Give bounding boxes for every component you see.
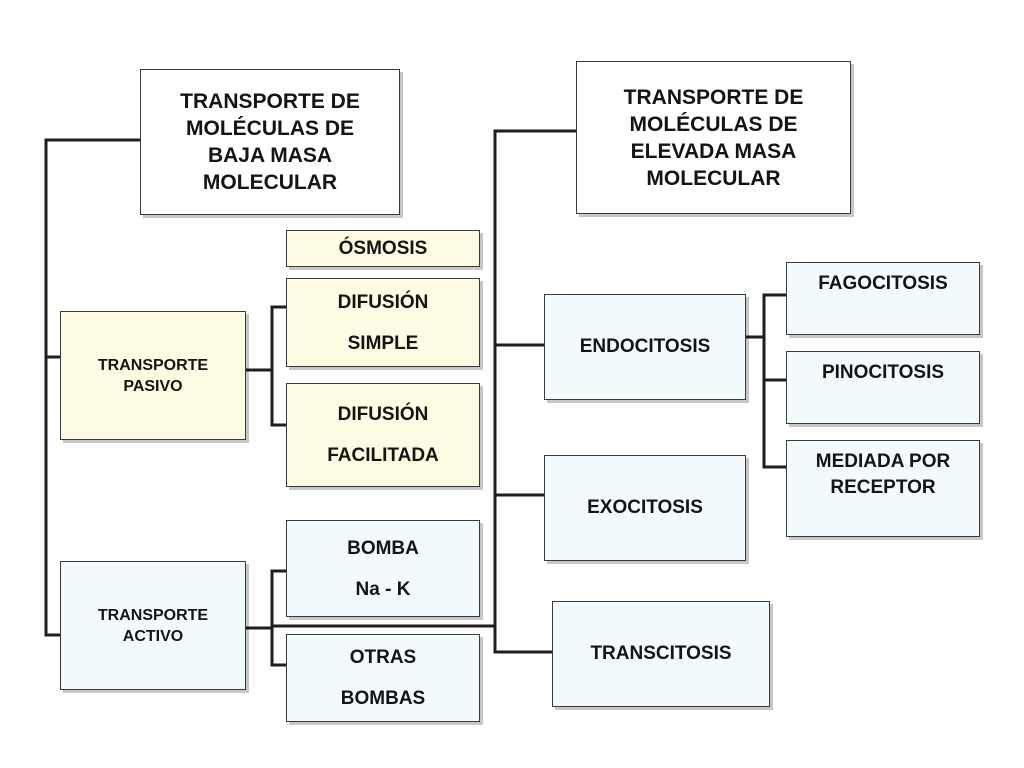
box-simple-diffusion: DIFUSIÓN SIMPLE xyxy=(286,278,480,367)
box-pinocytosis: PINOCITOSIS xyxy=(786,351,980,424)
box-high-mass-transport: TRANSPORTE DE MOLÉCULAS DE ELEVADA MASA … xyxy=(576,61,851,214)
box-passive-transport: TRANSPORTE PASIVO xyxy=(60,311,246,440)
box-transcytosis: TRANSCITOSIS xyxy=(552,601,770,707)
box-osmosis: ÓSMOSIS xyxy=(286,230,480,267)
box-facilitated-diffusion: DIFUSIÓN FACILITADA xyxy=(286,383,480,487)
box-receptor-mediated: MEDIADA POR RECEPTOR xyxy=(786,440,980,537)
box-low-mass-transport: TRANSPORTE DE MOLÉCULAS DE BAJA MASA MOL… xyxy=(140,69,400,215)
box-endocytosis: ENDOCITOSIS xyxy=(544,294,746,400)
box-sodium-potassium-pump: BOMBA Na - K xyxy=(286,520,480,617)
box-active-transport: TRANSPORTE ACTIVO xyxy=(60,561,246,690)
box-other-pumps: OTRAS BOMBAS xyxy=(286,634,480,722)
box-exocytosis: EXOCITOSIS xyxy=(544,455,746,561)
box-phagocytosis: FAGOCITOSIS xyxy=(786,262,980,335)
